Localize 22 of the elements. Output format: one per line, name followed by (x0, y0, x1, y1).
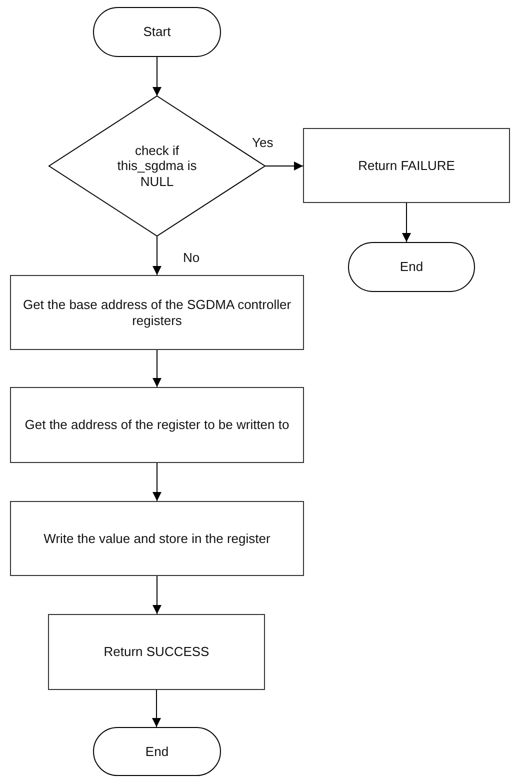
node-text: End (145, 744, 169, 760)
arrow (152, 576, 162, 614)
arrow (152, 56, 162, 96)
node-text: Start (143, 24, 171, 40)
node-text: Return FAILURE (358, 158, 455, 174)
process-box (10, 387, 304, 463)
arrow (152, 350, 162, 388)
process-box (10, 275, 304, 350)
arrow (152, 462, 162, 502)
node-text: Get the base address of the SGDMA controller registers (22, 296, 292, 328)
process-box (48, 614, 265, 690)
process-box (303, 128, 510, 203)
arrow (402, 202, 411, 242)
node-text: Return SUCCESS (104, 644, 210, 660)
arrow (152, 690, 161, 728)
process-box (10, 501, 304, 576)
node-text: End (400, 259, 424, 275)
arrow (152, 236, 162, 276)
arrow (264, 162, 304, 170)
node-text: Write the value and store in the register (44, 530, 270, 546)
node-text: Get the address of the register to be written to (24, 417, 290, 433)
node-text: check if this_sgdma is NULL (116, 142, 198, 190)
